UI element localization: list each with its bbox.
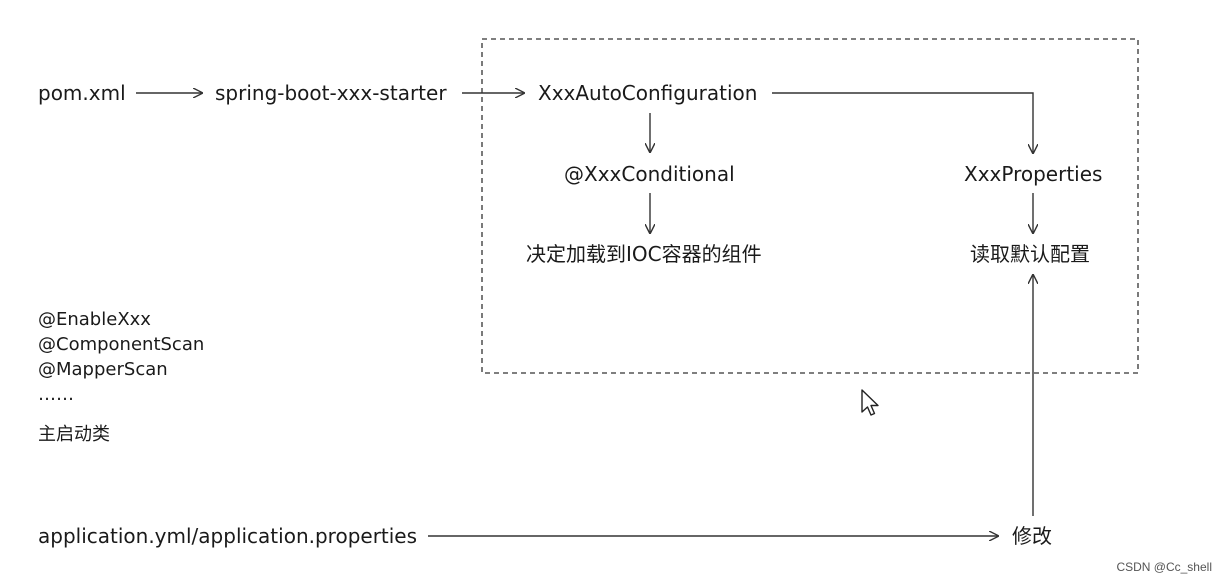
annotation-ellipsis: ……: [38, 384, 74, 405]
watermark: CSDN @Cc_shell: [1116, 560, 1212, 574]
node-auto-configuration: XxxAutoConfiguration: [538, 81, 758, 105]
main-class-label: 主启动类: [38, 424, 110, 445]
node-modify: 修改: [1012, 524, 1052, 548]
node-ioc-components: 决定加载到IOC容器的组件: [526, 242, 762, 266]
annotation-component-scan: @ComponentScan: [38, 334, 205, 355]
mouse-cursor-icon: [861, 389, 879, 416]
annotation-mapper-scan: @MapperScan: [38, 359, 168, 380]
node-properties: XxxProperties: [964, 162, 1103, 186]
node-conditional: @XxxConditional: [564, 162, 735, 186]
node-application-yml: application.yml/application.properties: [38, 524, 418, 548]
node-starter: spring-boot-xxx-starter: [215, 81, 447, 105]
auto-config-boundary: [481, 38, 1139, 374]
node-pom-xml: pom.xml: [38, 81, 126, 105]
annotation-enable: @EnableXxx: [38, 309, 151, 330]
node-default-config: 读取默认配置: [970, 242, 1090, 266]
arrow-autoconfig-to-properties: [772, 92, 1033, 153]
